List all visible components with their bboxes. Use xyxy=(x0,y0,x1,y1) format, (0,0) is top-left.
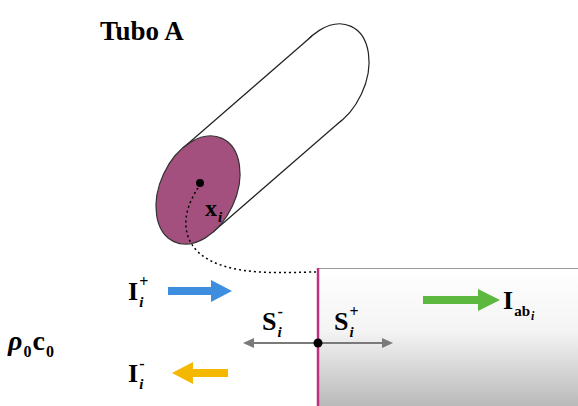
subscript: i xyxy=(218,210,222,225)
subscript: 0 xyxy=(46,344,54,360)
subscript: ab xyxy=(514,304,530,319)
superscript: - xyxy=(277,304,282,320)
tube-cylinder xyxy=(139,10,385,257)
surface-symbol: S xyxy=(262,309,276,335)
subscript: 0 xyxy=(23,344,31,360)
tube-end-face xyxy=(139,122,256,257)
superscript: + xyxy=(139,274,148,290)
reflected-arrow xyxy=(172,362,228,384)
point-symbol: x xyxy=(205,196,217,220)
intensity-symbol: I xyxy=(128,361,138,387)
absorbed-arrow xyxy=(423,289,500,311)
pipe-section xyxy=(318,268,578,406)
subscript: i xyxy=(139,377,143,392)
intensity-symbol: I xyxy=(128,279,138,305)
tube-name: Tubo A xyxy=(100,18,184,45)
point-dot xyxy=(314,339,323,348)
subscript: i xyxy=(277,325,281,340)
superscript: + xyxy=(349,304,358,320)
point-dot xyxy=(196,179,204,187)
superscript: - xyxy=(139,356,144,372)
speed-symbol: c xyxy=(32,327,44,355)
subscript: i xyxy=(139,295,143,310)
incident-arrow xyxy=(168,280,232,302)
subscript: i xyxy=(349,325,353,340)
zoom-leader xyxy=(186,188,316,273)
interface-line xyxy=(317,268,320,406)
intensity-symbol: I xyxy=(503,288,513,314)
surface-symbol: S xyxy=(334,309,348,335)
pipe-wall xyxy=(318,268,578,269)
surface-double-arrow xyxy=(243,338,393,348)
density-symbol: ρ xyxy=(8,327,22,355)
subscript: i xyxy=(531,310,534,322)
